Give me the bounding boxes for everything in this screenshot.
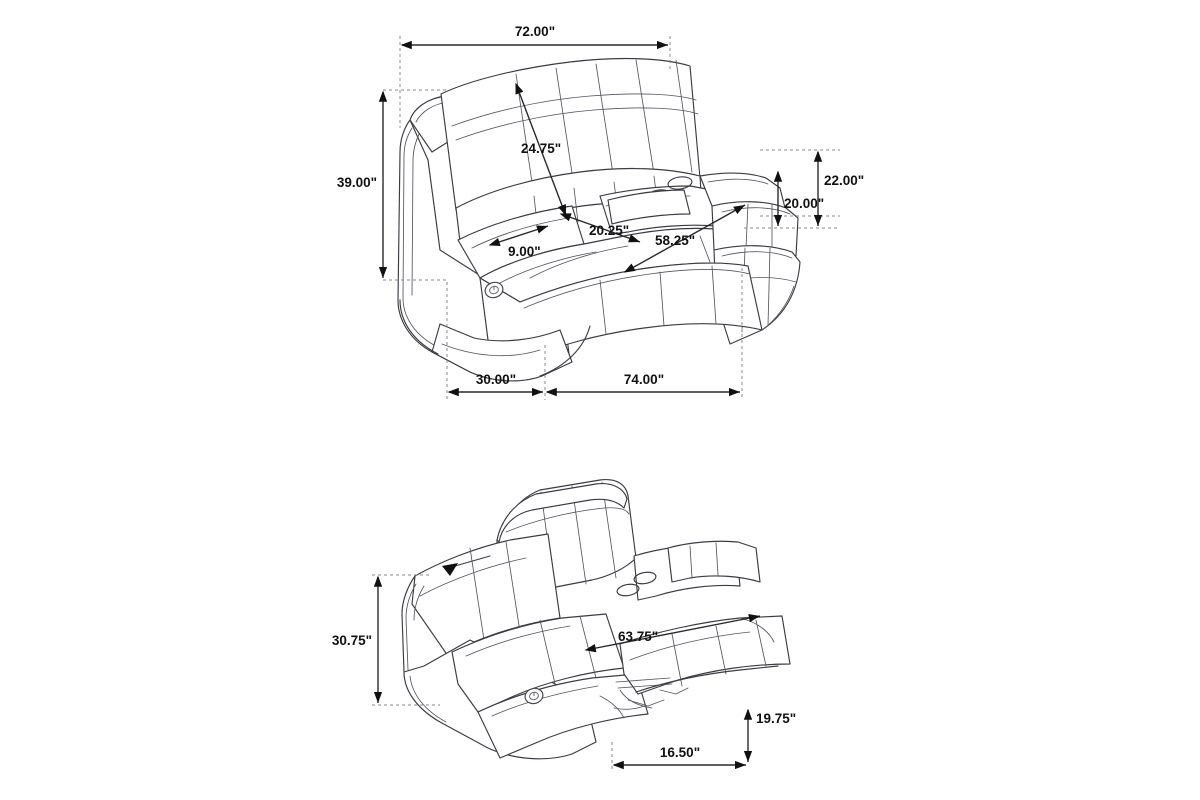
dimension-arm-height: 22.00" [813, 150, 864, 226]
dimension-seat-back-height: 24.75" [515, 82, 567, 217]
dimension-label-72: 72.00" [515, 24, 555, 39]
dimension-overall-depth: 74.00" [545, 372, 740, 397]
dimension-overall-height: 39.00" [337, 90, 388, 278]
dimension-label-58-25: 58.25" [655, 233, 695, 248]
dimension-label-16-50: 16.50" [660, 745, 700, 760]
dimension-reclined-height: 30.75" [332, 575, 383, 703]
dimension-label-39: 39.00" [337, 175, 377, 190]
reclined-sofa-illustration [401, 479, 791, 760]
dimension-seating-width: 58.25" [623, 204, 746, 273]
dimension-label-63-75: 63.75" [618, 629, 658, 644]
power-recline-button-icon-reclined [524, 687, 544, 705]
dimension-footrest-extension: 16.50" [612, 745, 746, 770]
dimension-footrest-height: 19.75" [743, 708, 796, 762]
dimension-label-22: 22.00" [824, 173, 864, 188]
dimension-label-30-75: 30.75" [332, 633, 372, 648]
power-recline-button-icon [484, 281, 504, 299]
dimension-label-9: 9.00" [508, 244, 541, 259]
dimension-reclined-depth: 63.75" [584, 614, 761, 653]
dimension-label-74: 74.00" [624, 372, 664, 387]
dimension-label-20-25: 20.25" [589, 223, 629, 238]
upright-sofa-illustration [397, 57, 801, 382]
dimension-console-depth: 30.00" [447, 372, 543, 397]
dimension-overall-back-width: 72.00" [400, 24, 668, 50]
dimension-label-24-75: 24.75" [521, 141, 561, 156]
dimension-armrest-width: 9.00" [488, 225, 549, 259]
dimension-label-30: 30.00" [476, 372, 516, 387]
dimension-label-19-75: 19.75" [756, 711, 796, 726]
